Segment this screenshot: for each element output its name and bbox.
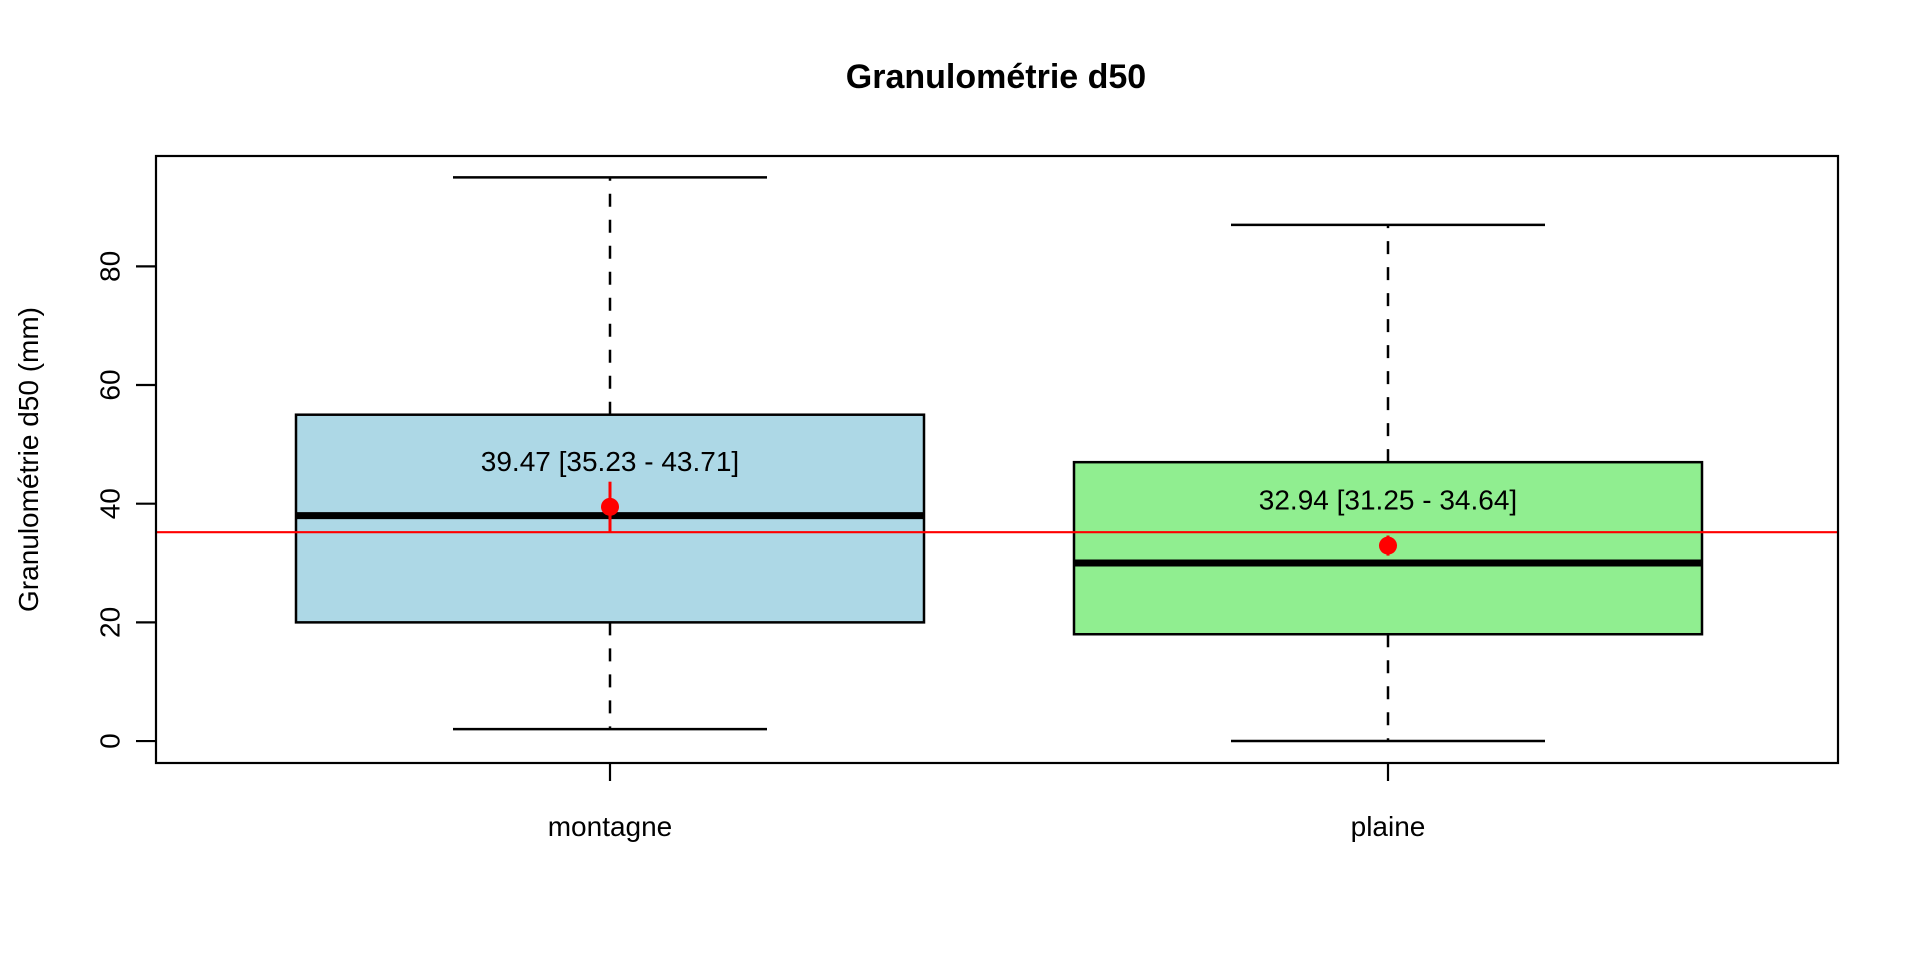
plot-frame — [154, 154, 1840, 765]
mean-label-montagne: 39.47 [35.23 - 43.71] — [481, 446, 739, 477]
y-tick-label: 0 — [95, 733, 126, 749]
mean-label-plaine: 32.94 [31.25 - 34.64] — [1259, 485, 1517, 516]
y-tick-label: 20 — [95, 607, 126, 638]
y-tick-label: 60 — [95, 369, 126, 400]
x-category-label-plaine: plaine — [1351, 811, 1426, 842]
chart-title: Granulométrie d50 — [846, 58, 1146, 96]
y-axis-label: Granulométrie d50 (mm) — [13, 307, 44, 612]
mean-point-montagne — [601, 497, 619, 516]
y-tick-label: 80 — [95, 251, 126, 282]
y-tick-label: 40 — [95, 488, 126, 519]
mean-point-plaine — [1379, 536, 1397, 555]
x-category-label-montagne: montagne — [548, 811, 673, 842]
